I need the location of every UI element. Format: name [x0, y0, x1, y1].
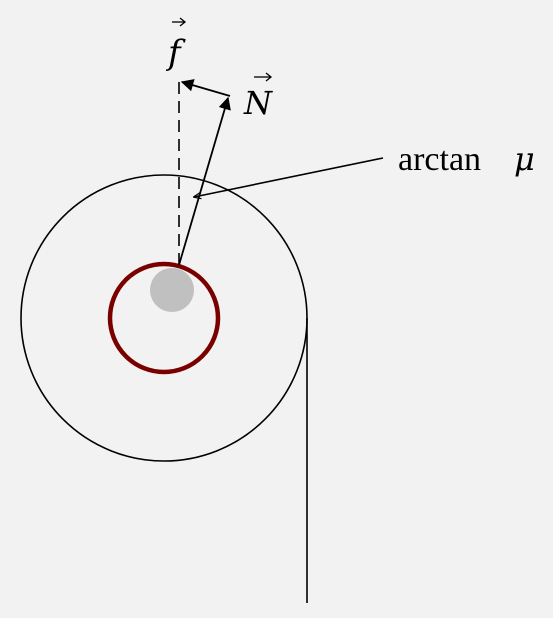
- normal-label: N: [243, 72, 273, 122]
- normal-accent-tip: [265, 72, 273, 82]
- angle-symbol-text: μ: [514, 140, 535, 178]
- outer-wheel: [20, 174, 308, 462]
- angle-function-text: arctan: [398, 141, 481, 178]
- angle-pointer-line: [194, 157, 384, 197]
- angle-label: arctan μ: [398, 140, 535, 178]
- friction-label-text: f: [165, 33, 186, 73]
- friction-force-vector: [180, 79, 231, 97]
- friction-accent-tip: [179, 17, 187, 27]
- contact-point: [150, 268, 194, 312]
- normal-label-text: N: [243, 84, 273, 122]
- axle-ring: [107, 261, 221, 375]
- normal-force-vector: [178, 96, 231, 266]
- friction-label: f: [165, 17, 187, 73]
